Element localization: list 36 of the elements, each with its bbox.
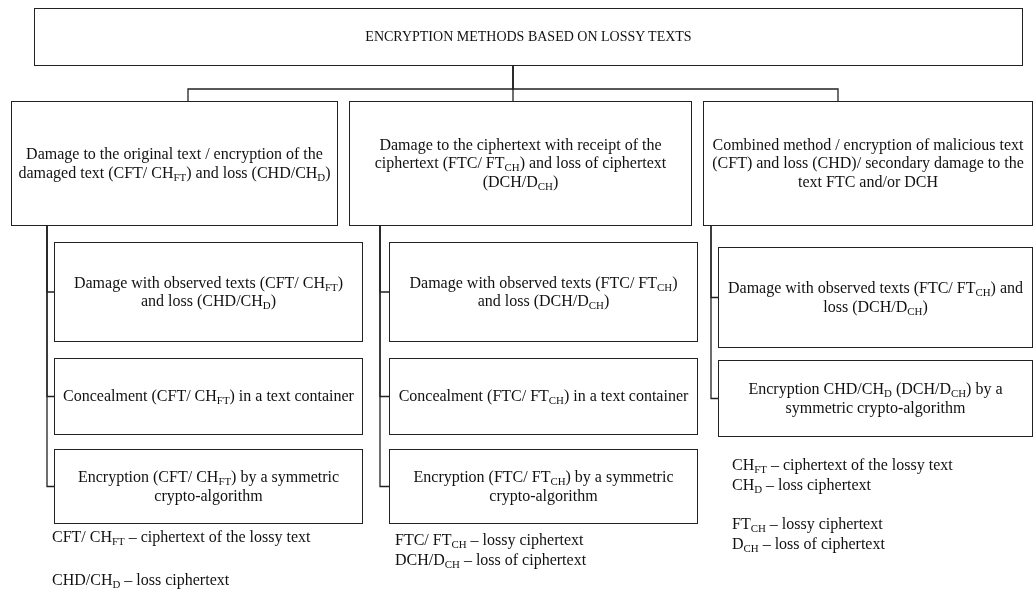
process-box [54,242,363,342]
box-text: Damage to the ciphertext with receipt of the ciphertext (FTC/ FT$_{CH}$) and loss of ciphertext (DCH/D$_{CH}$) [373,135,668,192]
abbreviation-note: CH$_{D}$ – loss ciphertext [732,475,872,495]
box-text: Encryption (CFT/ CH$_{FT}$) by a symmetric crypto-algorithm [76,468,341,505]
box-text: Damage to the original text / encryption of the damaged text (CFT/ CH$_{FT}$) and loss (CHD/CH$_{D}$) [18,145,331,182]
box-text: Concealment (CFT/ CH$_{FT}$) in a text container [63,387,354,406]
process-box [54,358,363,435]
abbreviation-note: CHD/CH$_{D}$ – loss ciphertext [52,570,231,590]
abbreviation-note: CFT/ CH$_{FT}$ – ciphertext of the lossy text [52,527,312,547]
connector-line [46,225,55,488]
abbreviation-note: D$_{CH}$ – loss of ciphertext [732,534,886,554]
process-box [703,101,1033,226]
box-text: Damage with observed texts (FTC/ FT$_{CH}$) and loss (DCH/D$_{CH}$) [726,279,1025,316]
process-box [718,247,1033,348]
box-text: Damage with observed texts (FTC/ FT$_{CH}$) and loss (DCH/D$_{CH}$) [408,273,679,311]
abbreviation-note: FT$_{CH}$ – lossy ciphertext [732,514,884,534]
abbreviation-note: DCH/D$_{CH}$ – loss of ciphertext [395,550,588,570]
box-text: Combined method / encryption of malicious text (CFT) and loss (CHD)/ secondary damage to the text FTC and/or DCH [711,135,1025,192]
box-text: Encryption CHD/CH$_{D}$ (DCH/D$_{CH}$) by a symmetric crypto-algorithm [747,380,1004,417]
process-box [11,101,338,226]
root-box [34,8,1023,66]
process-box [349,101,692,226]
process-box [389,358,698,435]
connector-line [512,65,839,102]
process-box [54,449,363,524]
abbreviation-note: CH$_{FT}$ – ciphertext of the lossy text [732,455,954,475]
box-text: Encryption (FTC/ FT$_{CH}$) by a symmetric crypto-algorithm [412,468,675,505]
process-box [389,449,698,524]
process-box [718,360,1033,437]
box-text: Concealment (FTC/ FT$_{CH}$) in a text container [398,387,689,406]
process-box [389,242,698,342]
box-text: Damage with observed texts (CFT/ CH$_{FT}$) and loss (CHD/CH$_{D}$) [72,273,345,311]
abbreviation-note: FTC/ FT$_{CH}$ – lossy ciphertext [395,530,585,550]
box-text: ENCRYPTION METHODS BASED ON LOSSY TEXTS [365,28,692,46]
connector-line [710,225,719,400]
connector-line [379,225,390,488]
